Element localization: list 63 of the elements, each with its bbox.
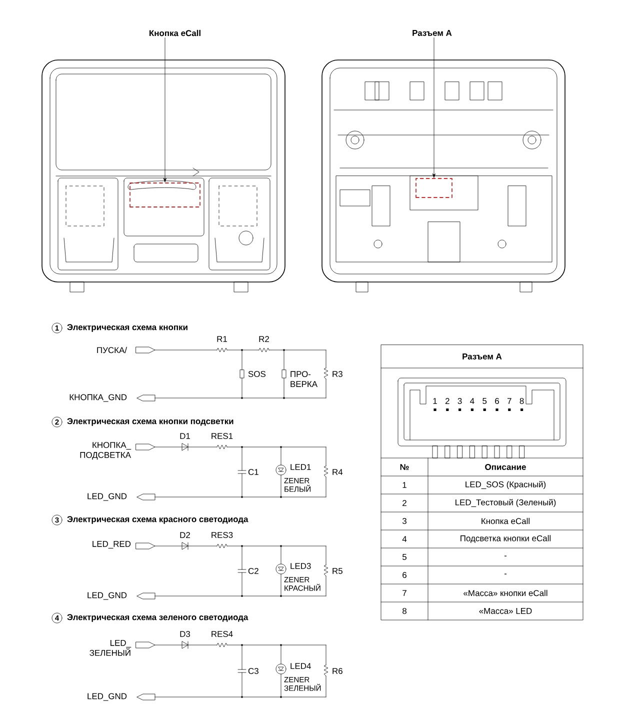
table-cell: LED_SOS (Красный)	[466, 480, 546, 490]
pin-label: КНОПКА_ ПОДСВЕТКА	[80, 442, 132, 460]
component-label: RES1	[212, 433, 233, 439]
component-label: LED1	[290, 464, 311, 470]
table-cell: 4	[402, 536, 407, 542]
table-cell: 2	[402, 500, 406, 506]
pin-label: LED_RED	[92, 541, 131, 549]
table-header: №	[400, 464, 409, 470]
pin-number: 6	[495, 398, 499, 404]
table-cell: 3	[402, 518, 406, 524]
pin-label: ПУСКА/	[97, 346, 127, 354]
component-label: D3	[180, 631, 190, 637]
highlight-box	[416, 178, 452, 198]
table-cell: Подсветка кнопки eCall	[460, 535, 551, 543]
pin-number: 3	[458, 398, 462, 404]
pin-number: 1	[433, 398, 437, 404]
component-label: D1	[180, 433, 190, 439]
table-cell: 7	[402, 590, 406, 596]
pin-label: LED_ ЗЕЛЕНЫЙ	[90, 640, 132, 656]
pin-label: LED_GND	[88, 592, 127, 600]
component-label: R3	[332, 371, 342, 377]
table-cell: Кнопка eCall	[482, 518, 530, 524]
component-label: C2	[248, 568, 258, 574]
table-cell: «Масса» кнопки eCall	[464, 590, 548, 596]
component-label: R2	[259, 336, 269, 342]
component-label: RES3	[212, 532, 233, 538]
pin-label: LED_GND	[88, 693, 127, 701]
component-label: D2	[180, 532, 190, 538]
section-heading: Электрическая схема кнопки подсветки	[67, 418, 234, 426]
leader-line	[432, 37, 436, 178]
component-label: C1	[248, 469, 258, 475]
table-cell: 8	[402, 608, 406, 614]
leader-line	[164, 38, 166, 182]
component-label: R5	[332, 568, 342, 574]
pin-number: 8	[520, 398, 524, 404]
table-cell: LED_Тестовый (Зеленый)	[456, 499, 556, 508]
pin-label: КНОПКА_GND	[70, 394, 127, 402]
pin-number: 4	[470, 398, 474, 404]
pin-number: 2	[445, 398, 450, 404]
component-label: SOS	[248, 371, 266, 377]
component-label: R1	[217, 336, 227, 342]
callout-label: Кнопка eCall	[150, 30, 200, 36]
pin-number: 7	[507, 398, 512, 404]
table-cell: «Масса» LED	[479, 608, 532, 614]
table-cell: 1	[402, 482, 406, 488]
table-header: Описание	[485, 464, 526, 470]
highlight-box	[130, 182, 200, 208]
section-heading: Электрическая схема красного светодиода	[67, 516, 248, 524]
pin-label: LED_GND	[88, 493, 127, 501]
section-heading: Электрическая схема кнопки	[67, 324, 188, 332]
section-heading: Электрическая схема зеленого светодиода	[67, 614, 248, 622]
table-title: Разъем A	[462, 354, 502, 360]
component-label: LED4	[290, 663, 311, 669]
table-cell: 5	[402, 554, 406, 560]
component-label: C3	[248, 668, 258, 674]
component-label: LED3	[290, 563, 311, 569]
component-label: RES4	[212, 631, 233, 637]
pin-number: 5	[482, 398, 487, 404]
table-cell: 6	[402, 572, 406, 578]
component-label: ПРО- ВЕРКА	[290, 371, 318, 387]
callout-label: Разъем A	[412, 30, 452, 36]
component-label: R4	[332, 469, 343, 475]
component-label: R6	[332, 668, 342, 674]
